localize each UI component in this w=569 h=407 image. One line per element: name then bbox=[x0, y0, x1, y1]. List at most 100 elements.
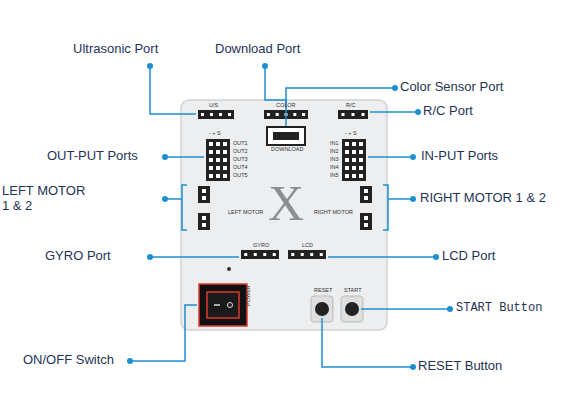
pin-dot bbox=[364, 189, 368, 193]
board-print: RIGHT MOTOR bbox=[314, 210, 353, 216]
pin-dot bbox=[345, 166, 349, 170]
pin-dot bbox=[202, 196, 206, 200]
pin-dot bbox=[216, 166, 220, 170]
callout-label: START Button bbox=[456, 302, 542, 316]
pin-dot bbox=[352, 113, 355, 116]
pin-dot bbox=[209, 166, 213, 170]
board-print: RESET bbox=[314, 288, 332, 294]
controller-board bbox=[181, 100, 387, 330]
pin-dot bbox=[216, 142, 220, 146]
pin-dot bbox=[302, 113, 305, 116]
callout-label: GYRO Port bbox=[45, 249, 111, 264]
pin-dot bbox=[362, 113, 365, 116]
callout-label: LEFT MOTOR 1 & 2 bbox=[2, 184, 92, 214]
pin-dots bbox=[201, 113, 368, 256]
pin-dot bbox=[209, 174, 213, 178]
pin-dot bbox=[352, 142, 356, 146]
pin-dot bbox=[254, 253, 257, 256]
pin-dot bbox=[301, 253, 304, 256]
board-print: OUT1 bbox=[233, 141, 248, 147]
pin-dot bbox=[223, 166, 227, 170]
board-print: X bbox=[268, 178, 304, 228]
left-motor-connector bbox=[198, 213, 210, 230]
switch-mark bbox=[228, 303, 233, 308]
board-print: U/S bbox=[209, 103, 218, 109]
callout-label: Color Sensor Port bbox=[400, 80, 503, 95]
pin-dot bbox=[223, 150, 227, 154]
pin-dot bbox=[216, 158, 220, 162]
board-print: IN1 bbox=[330, 141, 339, 147]
pin-dot bbox=[291, 253, 294, 256]
us-connector bbox=[198, 110, 234, 119]
pin-dot bbox=[310, 253, 313, 256]
start-button bbox=[345, 302, 359, 316]
rc-connector bbox=[338, 110, 368, 119]
pin-dot bbox=[219, 113, 222, 116]
pin-dot bbox=[359, 158, 363, 162]
board-print: POWER bbox=[246, 285, 252, 306]
callout-label: ON/OFF Switch bbox=[23, 353, 114, 368]
board-print: - + S bbox=[345, 131, 357, 137]
callout-label: IN-PUT Ports bbox=[421, 149, 498, 164]
callout-label: LCD Port bbox=[442, 249, 495, 264]
pin-dot bbox=[293, 113, 296, 116]
board-print: OUT4 bbox=[233, 165, 248, 171]
pin-dot bbox=[223, 158, 227, 162]
left-motor-connector bbox=[198, 186, 210, 203]
callout-label: R/C Port bbox=[423, 104, 473, 119]
callout-label: Download Port bbox=[215, 42, 300, 57]
pin-dot bbox=[352, 174, 356, 178]
board-print: DOWNLOAD bbox=[271, 147, 303, 153]
board-print: R/C bbox=[346, 103, 355, 109]
pin-dot bbox=[216, 150, 220, 154]
board-print: COLOR bbox=[276, 103, 296, 109]
pin-dot bbox=[359, 142, 363, 146]
board-print: LEFT MOTOR bbox=[228, 210, 263, 216]
board-print: OUT2 bbox=[233, 149, 248, 155]
pin-dot bbox=[267, 113, 270, 116]
power-switch bbox=[199, 284, 247, 326]
pin-dot bbox=[223, 142, 227, 146]
board-print: START bbox=[344, 288, 362, 294]
pin-dot bbox=[364, 223, 368, 227]
start-housing bbox=[341, 296, 363, 322]
pin-dot bbox=[352, 150, 356, 154]
board-print: - + S bbox=[209, 131, 221, 137]
pin-dot bbox=[273, 253, 276, 256]
board-print: IN3 bbox=[330, 157, 339, 163]
callout-label: OUT-PUT Ports bbox=[47, 149, 138, 164]
pin-dot bbox=[228, 113, 231, 116]
pin-dot bbox=[359, 166, 363, 170]
pin-dot bbox=[202, 223, 206, 227]
led bbox=[227, 267, 231, 271]
pin-dot bbox=[345, 158, 349, 162]
pin-dot bbox=[210, 113, 213, 116]
pin-dot bbox=[364, 196, 368, 200]
pin-dot bbox=[345, 174, 349, 178]
gyro-connector bbox=[241, 250, 279, 259]
board-print: OUT5 bbox=[233, 173, 248, 179]
pin-dot bbox=[223, 174, 227, 178]
callout-label: RESET Button bbox=[418, 359, 502, 374]
pin-dot bbox=[345, 150, 349, 154]
pin-dot bbox=[352, 158, 356, 162]
lcd-connector bbox=[288, 250, 326, 259]
in-header bbox=[342, 139, 366, 181]
download-socket bbox=[273, 132, 299, 140]
pin-dot bbox=[202, 216, 206, 220]
leader-lines bbox=[130, 66, 450, 367]
callout-label: Ultrasonic Port bbox=[73, 42, 158, 57]
pin-dot bbox=[359, 150, 363, 154]
download-connector bbox=[267, 127, 305, 145]
switch-rocker bbox=[207, 292, 239, 318]
pin-dot bbox=[216, 174, 220, 178]
board-print: IN5 bbox=[330, 173, 339, 179]
leader-dots bbox=[127, 63, 453, 370]
board-print: LCD bbox=[302, 243, 313, 249]
out-header bbox=[206, 139, 230, 181]
board-print: IN2 bbox=[330, 149, 339, 155]
pin-dot bbox=[320, 253, 323, 256]
pin-dot bbox=[345, 142, 349, 146]
right-motor-connector bbox=[360, 186, 372, 203]
pin-dot bbox=[244, 253, 247, 256]
